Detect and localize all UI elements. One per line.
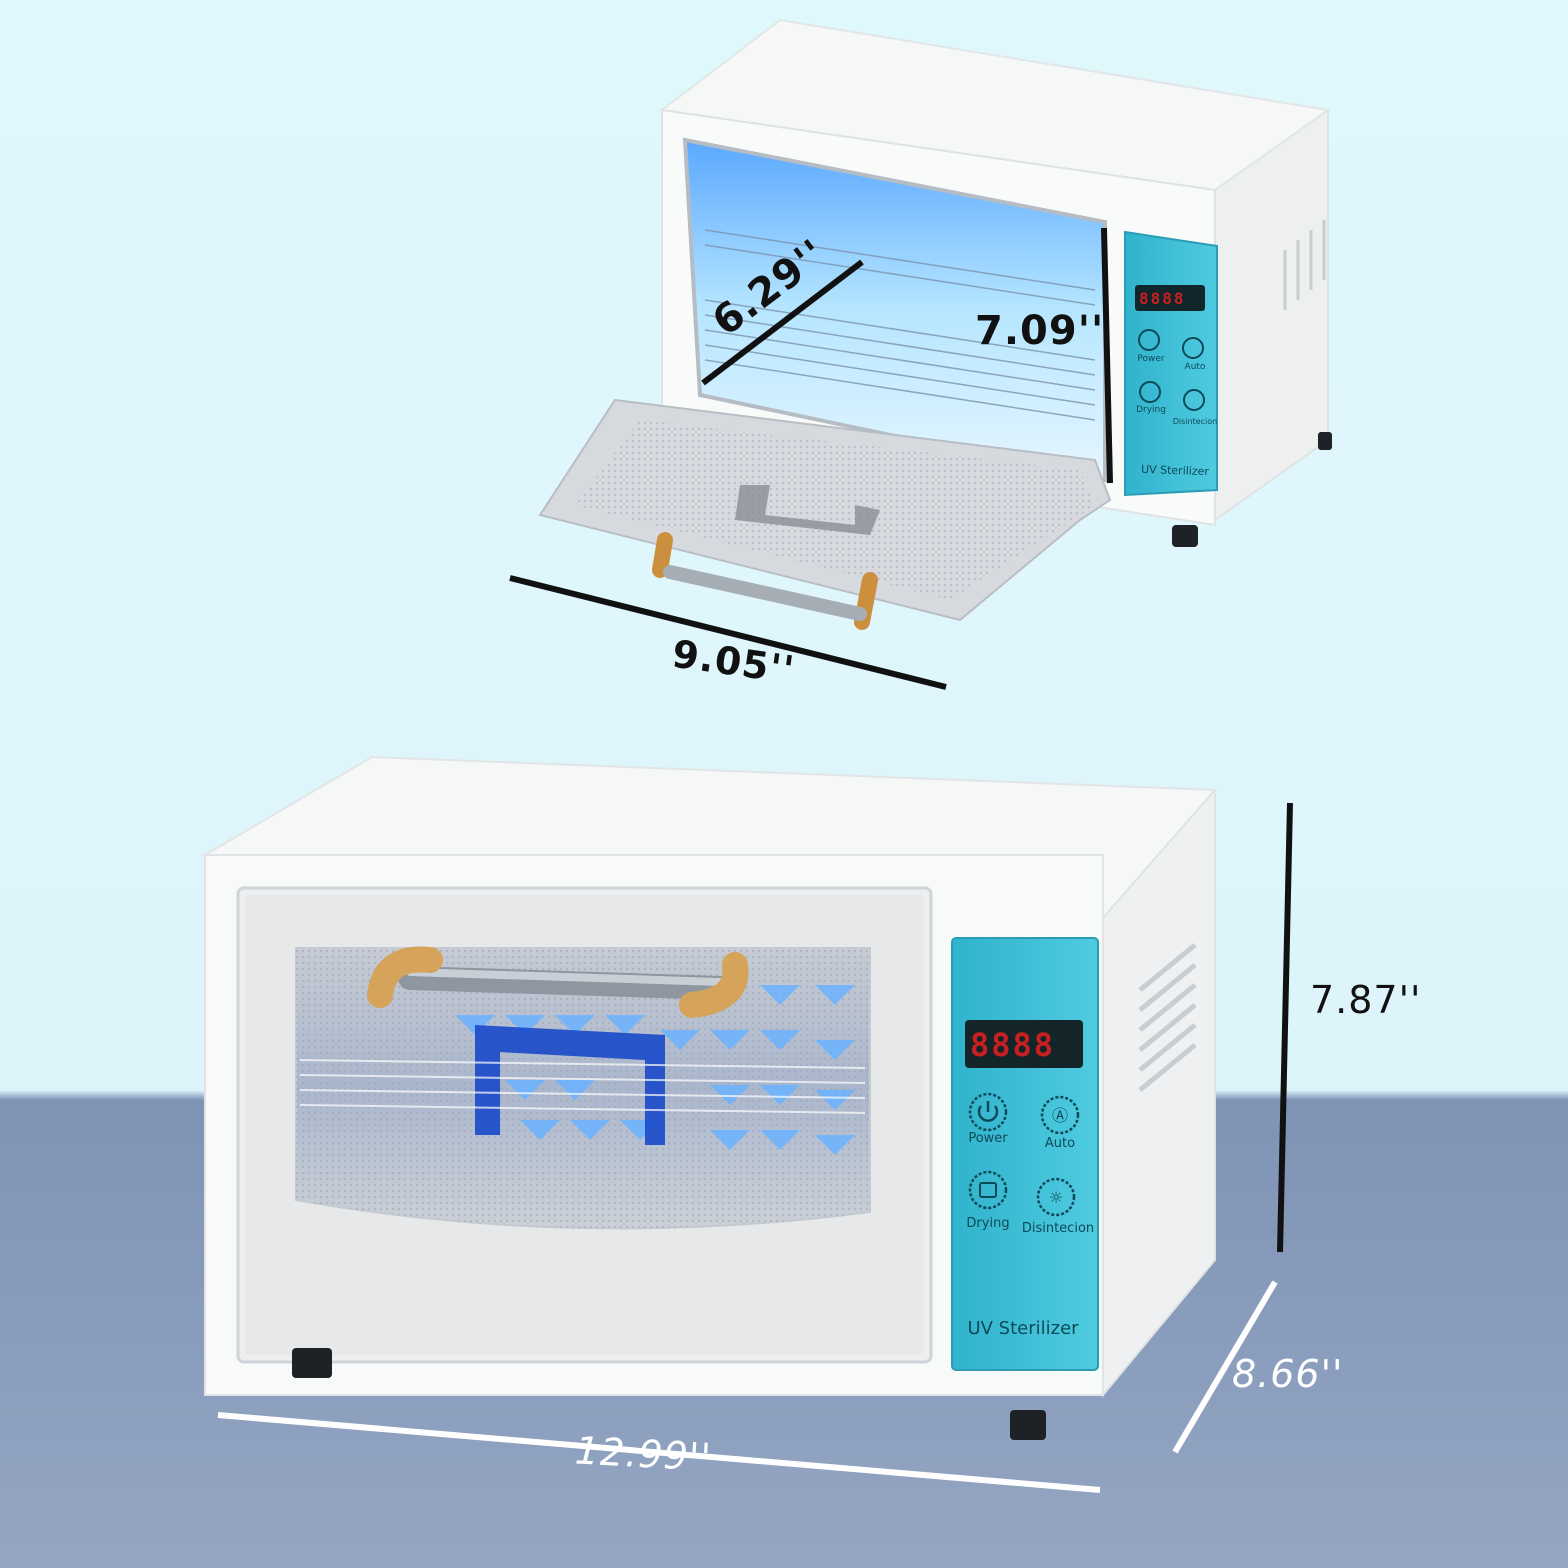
control-panel xyxy=(951,937,1099,1371)
tray-bracket xyxy=(735,485,880,535)
power-label-top: Power xyxy=(1137,354,1165,364)
brand-label-top: UV Sterilizer xyxy=(1140,462,1210,479)
side-vents xyxy=(1283,220,1326,310)
disinfection-label: Disintecion xyxy=(1021,1221,1095,1236)
foot xyxy=(292,1348,332,1378)
drying-label-top: Drying xyxy=(1136,405,1166,415)
auto-label-top: Auto xyxy=(1184,362,1206,372)
closed-side-vents xyxy=(1138,943,1197,1092)
drying-label: Drying xyxy=(966,1216,1010,1231)
drying-icon xyxy=(979,1182,997,1198)
display-digits: 8888 xyxy=(970,1026,1056,1064)
chamber-racks xyxy=(704,229,1096,421)
dim-line-outer-height xyxy=(1277,802,1293,1253)
display-top xyxy=(1135,285,1205,311)
panel-top-buttons xyxy=(1138,329,1205,411)
chamber-height-label: 7.09'' xyxy=(975,308,1105,354)
door-handle[interactable] xyxy=(367,946,749,1018)
panel-buttons: Ⓐ ☼ xyxy=(968,1092,1080,1217)
tray-mesh xyxy=(575,420,1095,600)
sun-icon: ☼ xyxy=(1049,1188,1063,1207)
uv-glow-pattern xyxy=(455,985,855,1155)
foot xyxy=(1010,1410,1046,1440)
inner-racks xyxy=(299,1059,866,1114)
drying-button[interactable] xyxy=(968,1170,1008,1210)
digital-display xyxy=(965,1020,1083,1068)
auto-label: Auto xyxy=(1044,1136,1076,1151)
power-icon xyxy=(977,1105,999,1122)
dim-line-outer-depth xyxy=(1172,1280,1278,1454)
outer-height-label: 7.87'' xyxy=(1310,978,1422,1022)
open-sterilizer xyxy=(509,18,1332,690)
auto-button[interactable] xyxy=(1040,1095,1080,1135)
auto-icon: Ⓐ xyxy=(1052,1106,1068,1125)
power-button[interactable] xyxy=(968,1092,1008,1132)
dim-line-chamber-height xyxy=(1101,227,1113,484)
disinfection-label-top: Disintecion xyxy=(1172,417,1218,426)
brand-label: UV Sterilizer xyxy=(967,1318,1079,1339)
closed-sterilizer: Ⓐ ☼ xyxy=(201,755,1293,1493)
power-label: Power xyxy=(968,1131,1008,1146)
dim-line-depth xyxy=(701,259,864,386)
outer-depth-label: 8.66'' xyxy=(1232,1352,1344,1396)
foot xyxy=(1172,525,1198,547)
foot xyxy=(1318,432,1332,450)
uv-chamber xyxy=(682,137,1107,483)
display-top-digits: 8888 xyxy=(1139,289,1186,308)
dim-line-outer-width xyxy=(217,1412,1101,1493)
tray-handle xyxy=(652,532,878,630)
dim-line-tray-width xyxy=(509,575,947,690)
outer-width-label: 12.99'' xyxy=(573,1428,713,1480)
disinfection-button[interactable] xyxy=(1036,1177,1076,1217)
inner-rack-bracket xyxy=(475,1025,665,1145)
